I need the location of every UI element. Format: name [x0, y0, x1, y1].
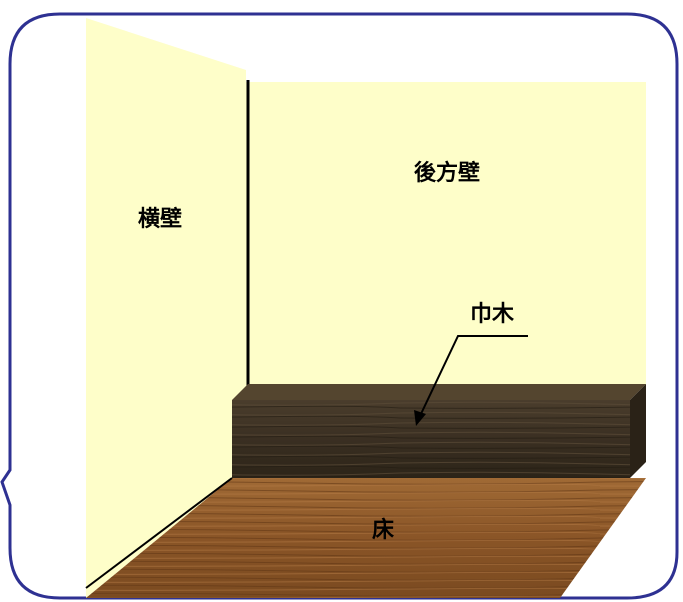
floor-label: 床 [372, 517, 395, 543]
baseboard-leader-line [419, 335, 528, 417]
back-wall-label: 後方壁 [414, 160, 480, 186]
side-wall [86, 18, 246, 598]
baseboard-top [232, 384, 646, 400]
baseboard-end [630, 384, 646, 478]
baseboard-label: 巾木 [470, 302, 515, 327]
side-wall-label: 横壁 [138, 206, 182, 232]
baseboard-arrow-icon [414, 410, 426, 426]
back-wall [246, 82, 646, 388]
